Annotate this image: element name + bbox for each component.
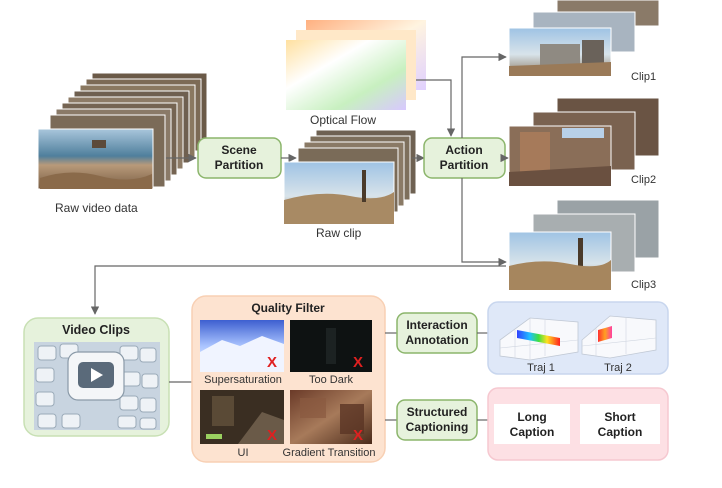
filter-supersaturation-image bbox=[200, 320, 284, 372]
raw-clip-label: Raw clip bbox=[316, 226, 362, 240]
long-caption-line1: Long bbox=[517, 410, 546, 424]
reject-mark-too-dark: X bbox=[353, 354, 363, 371]
reject-mark-gradient-transition: X bbox=[353, 427, 363, 444]
optical-flow-frames bbox=[286, 20, 426, 110]
clip3-frames bbox=[508, 199, 660, 291]
structured-captioning-line1: Structured bbox=[407, 405, 468, 419]
filter-label-supersaturation: Supersaturation bbox=[204, 374, 282, 386]
raw-clip-frames bbox=[283, 129, 417, 225]
raw-video-frames bbox=[37, 72, 208, 190]
short-caption-line1: Short bbox=[604, 410, 635, 424]
filter-label-too-dark: Too Dark bbox=[309, 374, 354, 386]
scene-partition-line1: Scene bbox=[221, 143, 257, 157]
reject-mark-supersaturation: X bbox=[267, 354, 277, 371]
short-caption-line2: Caption bbox=[598, 425, 643, 439]
interaction-annotation-line1: Interaction bbox=[406, 318, 467, 332]
filter-label-gradient-transition: Gradient Transition bbox=[283, 447, 376, 459]
long-caption-box bbox=[494, 404, 570, 444]
clip1-label: Clip1 bbox=[631, 71, 656, 83]
filter-too-dark-image bbox=[290, 320, 372, 372]
short-caption-box bbox=[580, 404, 660, 444]
traj2-plot bbox=[581, 315, 657, 359]
action-partition-line1: Action bbox=[445, 143, 482, 157]
play-icon bbox=[91, 368, 103, 382]
reject-mark-ui: X bbox=[267, 427, 277, 444]
long-caption-line2: Caption bbox=[510, 425, 555, 439]
scene-partition-line2: Partition bbox=[215, 158, 264, 172]
structured-captioning-line2: Captioning bbox=[406, 420, 469, 434]
action-partition-line2: Partition bbox=[440, 158, 489, 172]
clip2-label: Clip2 bbox=[631, 174, 656, 186]
video-clips-title: Video Clips bbox=[62, 323, 130, 337]
video-clips-image bbox=[34, 342, 160, 430]
traj1-plot bbox=[499, 317, 579, 361]
quality-filter-title: Quality Filter bbox=[251, 301, 325, 315]
clip2-frames bbox=[508, 97, 660, 187]
filter-label-ui: UI bbox=[238, 447, 249, 459]
optical-flow-label: Optical Flow bbox=[310, 113, 376, 127]
clip1-frames bbox=[508, 0, 660, 77]
traj2-label: Traj 2 bbox=[604, 362, 632, 374]
traj1-label: Traj 1 bbox=[527, 362, 555, 374]
filter-gradient-transition-image bbox=[290, 390, 372, 444]
filter-ui-image bbox=[200, 390, 284, 444]
interaction-annotation-line2: Annotation bbox=[405, 333, 468, 347]
raw-video-label: Raw video data bbox=[55, 201, 138, 215]
clip3-label: Clip3 bbox=[631, 279, 656, 291]
